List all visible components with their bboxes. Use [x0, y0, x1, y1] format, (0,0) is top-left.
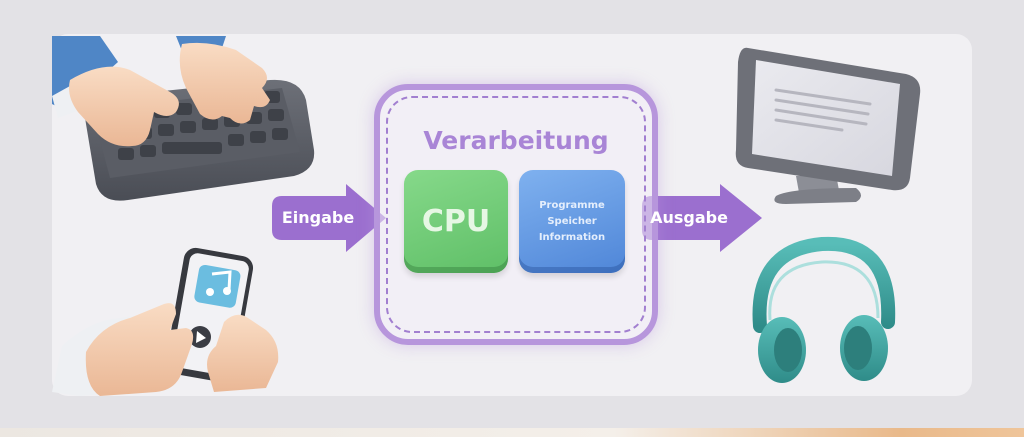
input-arrow: [272, 184, 386, 252]
smartphone-icon: [52, 247, 279, 396]
output-label: Ausgabe: [650, 208, 728, 227]
cpu-block: CPU: [404, 170, 508, 273]
play-icon: [189, 326, 211, 348]
cpu-label: CPU: [421, 204, 491, 239]
input-label: Eingabe: [281, 208, 355, 227]
monitor-icon: [735, 47, 921, 204]
output-arrow: [642, 184, 762, 252]
memory-block: Programme Speicher Information: [519, 170, 625, 273]
processing-title: Verarbeitung: [423, 126, 609, 155]
music-note-icon: [206, 270, 232, 296]
bottom-strip: [0, 428, 1024, 437]
headphones-icon: [752, 236, 896, 383]
memory-line-information: Information: [538, 231, 606, 243]
memory-line-programs: Programme: [539, 199, 605, 211]
memory-line-storage: Speicher: [547, 215, 597, 227]
hands-icon: [52, 36, 270, 147]
